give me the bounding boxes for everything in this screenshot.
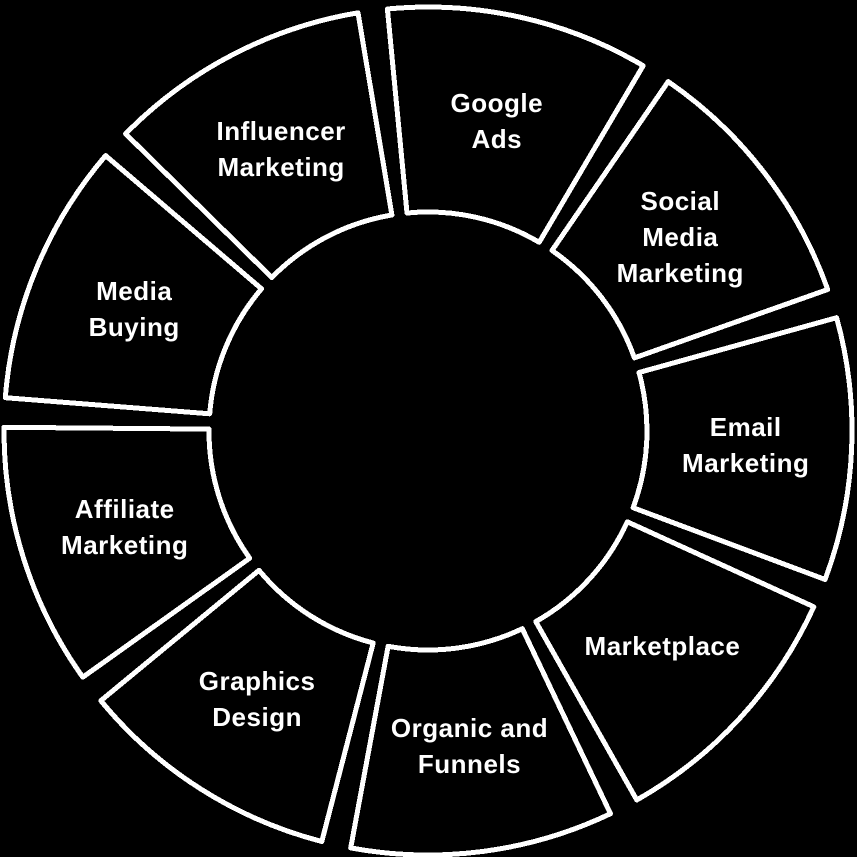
segment-label-line: Graphics [198,666,316,697]
segment-label-line: Organic and [390,713,549,744]
segment-social-media-marketing [549,79,831,361]
segment-label-line: Ads [471,123,523,154]
segment-label-line: Marketing [217,151,345,182]
segment-label-line: Marketing [61,529,189,560]
segment-affiliate-marketing [1,424,253,680]
segment-organic-and-funnels [348,626,613,857]
segment-label-line: Marketplace [584,630,741,661]
segment-label-line: Design [212,702,302,733]
segment-label-line: Media [642,222,719,253]
segment-label-line: Email [709,411,782,442]
segment-email-marketing [630,315,855,582]
segment-marketplace [533,519,817,803]
segment-label-line: Marketing [682,447,810,478]
segment-label-line: Buying [88,312,180,343]
segment-media-buying [2,153,264,417]
segment-label-line: Media [96,276,173,307]
segment-google-ads [384,4,646,245]
segment-graphics-design [98,567,376,844]
segment-label-line: Affiliate [74,493,175,524]
segment-label-line: Social [640,186,721,217]
segment-label-marketplace: Marketplace [585,628,741,664]
segment-influencer-marketing [123,10,395,280]
segment-label-line: Google [450,87,544,118]
segment-label-line: Marketing [616,258,744,289]
segment-label-line: Influencer [216,115,346,146]
segment-label-line: Funnels [417,749,522,780]
